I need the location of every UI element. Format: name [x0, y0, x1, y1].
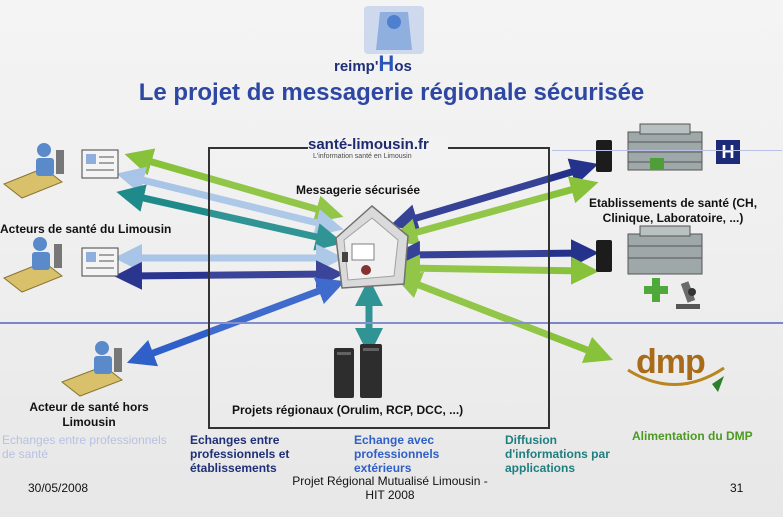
divider-line — [0, 322, 783, 324]
messaging-hub-icon — [335, 205, 409, 289]
page-number: 31 — [730, 481, 744, 495]
dmp-logo — [627, 366, 725, 392]
sante-limousin-name: santé-limousin.fr — [308, 136, 429, 153]
etablissements-label: Etablissements de santé (CH, Clinique, L… — [588, 196, 758, 225]
reimphos-logo-figure — [364, 6, 424, 54]
hospital-h-icon: H — [716, 140, 740, 164]
arrow-green-dmp — [392, 271, 614, 364]
footer-project: Projet Régional Mutualisé Limousin - HIT… — [292, 474, 488, 502]
microscope-icon — [676, 281, 700, 309]
footer-date: 30/05/2008 — [28, 481, 89, 495]
dmp-logo-text: dmp — [636, 343, 706, 381]
page-title: Le projet de messagerie régionale sécuri… — [138, 79, 645, 106]
caption-dmp: Alimentation du DMP — [632, 429, 753, 443]
caption-echange-exterieurs: Echange avec professionnels extérieurs — [354, 433, 440, 475]
caption-echanges-etab: Echanges entre professionnels et établis… — [190, 433, 290, 475]
sante-limousin-logo — [308, 136, 448, 166]
pharmacy-cross-icon — [644, 278, 668, 302]
svg-text:H: H — [722, 142, 735, 162]
hub-frame — [208, 147, 550, 429]
document-card-icon — [81, 247, 119, 277]
server-icon — [334, 344, 382, 398]
caption-diffusion: Diffusion d'informations par application… — [505, 433, 610, 475]
server-icon — [596, 140, 612, 272]
document-card-icon — [81, 149, 119, 179]
clinic-building-icon — [627, 225, 703, 275]
projets-label: Projets régionaux (Orulim, RCP, DCC, ...… — [232, 403, 464, 417]
arrow-navy-actor2 — [114, 260, 344, 290]
caption-echanges-pros: Echanges entre professionnels de santé — [2, 433, 167, 461]
divider-line — [552, 150, 782, 151]
hospital-building-icon — [627, 123, 703, 171]
logo-h-letter: H — [378, 51, 395, 76]
doctor-desk-icon — [3, 143, 64, 199]
sante-limousin-tagline: L'information santé en Limousin — [313, 153, 412, 160]
doctor-desk-icon — [60, 341, 124, 397]
arrow-green-etab2 — [392, 254, 599, 285]
messagerie-label: Messagerie sécurisée — [296, 183, 421, 197]
arrow-teal-actor1 — [116, 184, 344, 251]
doctor-desk-icon — [3, 237, 63, 293]
acteur-hors-label: Acteur de santé hors Limousin — [29, 400, 149, 429]
reimphos-logo-text: reimp'Hos — [334, 51, 412, 76]
arrow-green-etab1 — [389, 176, 599, 246]
acteurs-label: Acteurs de santé du Limousin — [0, 222, 172, 236]
